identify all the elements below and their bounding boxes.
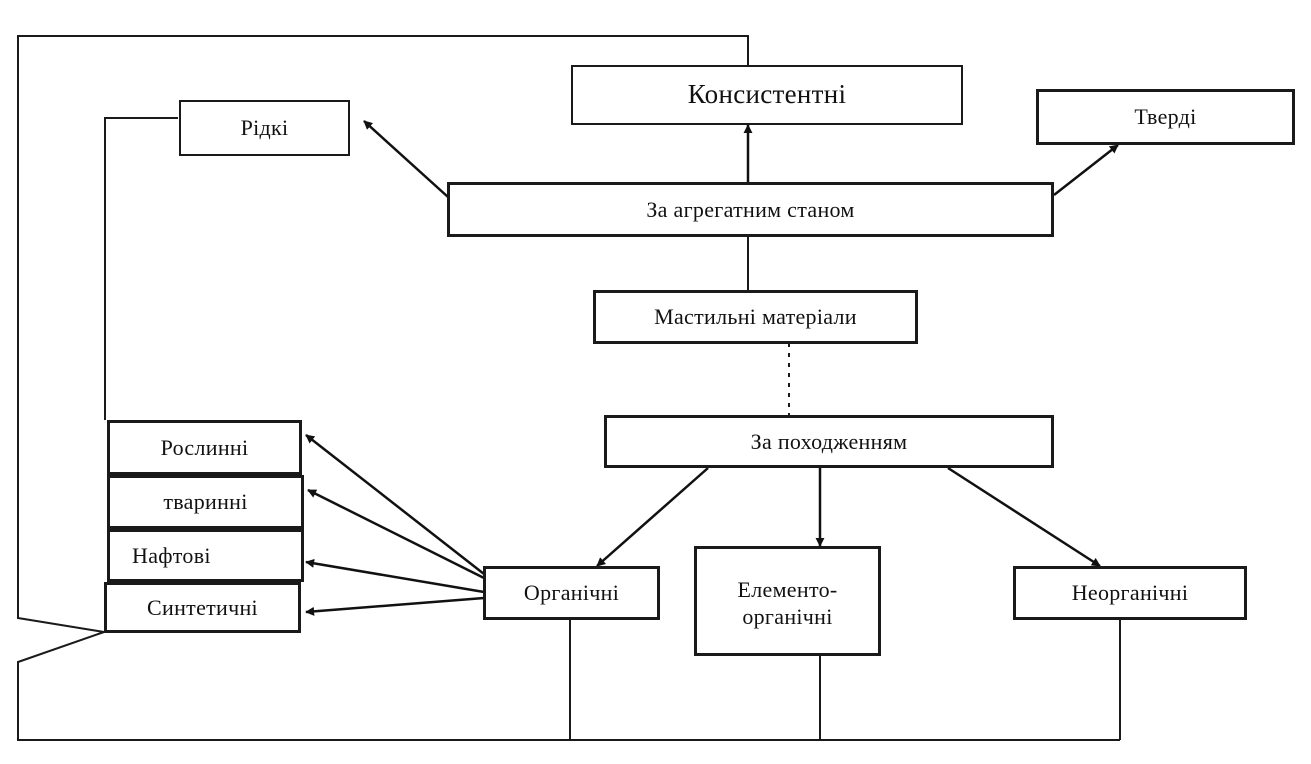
elemento-organic-line-2: органічні (742, 604, 833, 629)
liquid-box: Рідкі (179, 100, 350, 156)
arrow-to-liquid (363, 120, 449, 198)
inorganic-box: Неорганічні (1013, 566, 1247, 620)
synthetic-box: Синтетичні (104, 582, 301, 633)
plant-box: Рослинні (107, 420, 302, 475)
arrow-to-organic (596, 467, 709, 567)
elemento-organic-box: Елементо- органічні (694, 546, 881, 656)
arrow-to-animal (307, 488, 485, 580)
petroleum-box: Нафтові (107, 529, 304, 582)
consistent-box: Консистентні (571, 65, 963, 125)
by-origin-box: За походженням (604, 415, 1054, 468)
liquid-side-line (104, 117, 178, 420)
arrow-to-petroleum (305, 558, 485, 594)
arrow-to-synthetic (305, 596, 485, 616)
organic-box: Органічні (483, 566, 660, 620)
animal-box: тваринні (107, 475, 304, 529)
root-box: Мастильні матеріали (593, 290, 918, 344)
arrow-to-solid (1053, 144, 1119, 196)
arrow-to-inorganic (947, 466, 1101, 568)
by-state-box: За агрегатним станом (447, 182, 1054, 237)
elemento-organic-line-1: Елементо- (737, 576, 838, 602)
arrow-to-plant (305, 434, 485, 575)
solid-box: Тверді (1036, 89, 1295, 145)
